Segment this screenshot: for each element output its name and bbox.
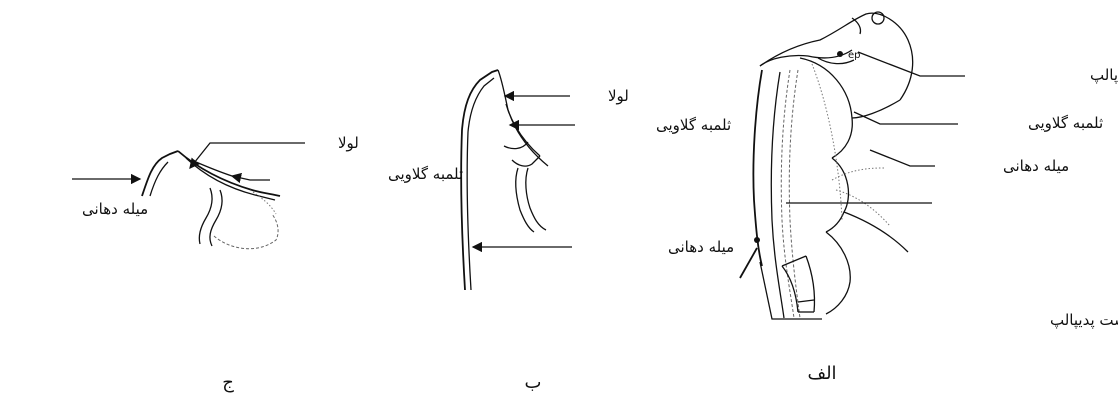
panel-alef: ep قاعده پیش‌ران پالپ ثلمبه گلاویی میله … [740, 12, 1118, 384]
panel-be: لولا ثلمبه گلاویی میله دهانی ب [461, 70, 734, 393]
panel-alef-label: الف [807, 363, 836, 384]
panel-jim-drawing [142, 151, 280, 249]
label-jim-mouth-rod: میله دهانی [82, 200, 148, 218]
label-alef-buccal-lobe: ثلمبه گلاویی [1028, 114, 1103, 132]
label-alef-mouth-rod: میله دهانی [1003, 157, 1069, 175]
panel-be-label: ب [525, 372, 542, 393]
label-be-buccal-lobe: ثلمبه گلاویی [656, 116, 731, 134]
panel-alef-leaders [760, 52, 965, 319]
panel-alef-drawing: ep [740, 12, 913, 318]
label-jim-buccal-lobe: ثلمبه گلاویی [388, 165, 463, 183]
label-be-hinge: لولا [608, 87, 629, 105]
panel-be-leaders [473, 96, 575, 247]
label-jim-hinge: لولا [338, 134, 359, 152]
label-alef-palp-base: قاعده پیش‌ران پالپ [1090, 66, 1118, 85]
label-alef-genual-hair: موی زانویی پشت پدیپالپ [1050, 311, 1118, 330]
label-be-mouth-rod: میله دهانی [668, 238, 734, 256]
panel-jim-label: ج [222, 372, 234, 393]
panel-be-drawing [461, 70, 548, 290]
panel-jim: لولا ثلمبه گلاویی میله دهانی ج [72, 134, 463, 393]
panel-jim-leaders [72, 143, 305, 180]
